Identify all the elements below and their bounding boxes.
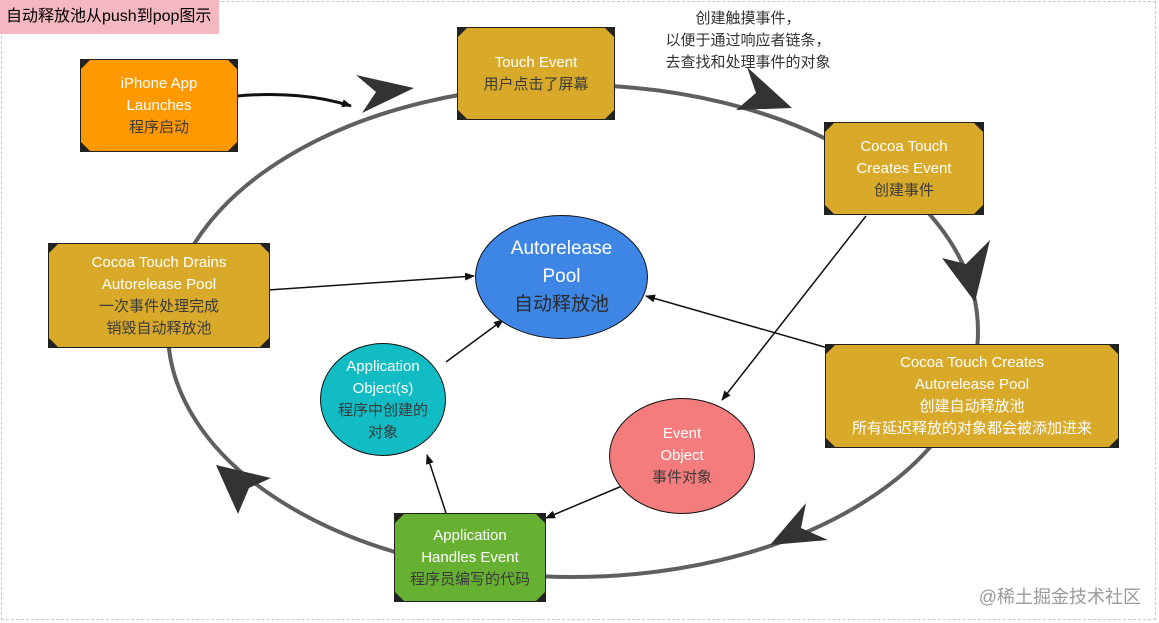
cycle-arrowhead bbox=[736, 67, 792, 110]
diagram-title: 自动释放池从push到pop图示 bbox=[0, 0, 219, 34]
autorelease-pool-cn-line: 自动释放池 bbox=[513, 294, 609, 315]
arrow-app-objects-to-autorelease-pool bbox=[445, 319, 504, 363]
app-objects-node: Application Object(s) 程序中创建的 对象 bbox=[320, 343, 446, 456]
app-objects-en-line: Object(s) bbox=[352, 379, 414, 397]
event-object-cn-line: 事件对象 bbox=[651, 469, 712, 486]
arrow-creates-event-to-event-object bbox=[721, 215, 867, 401]
launch-en-line: Launches bbox=[126, 96, 192, 114]
arrow-creates-pool-to-autorelease-pool bbox=[645, 294, 829, 349]
handles-event-node: Application Handles Event 程序员编写的代码 bbox=[395, 514, 545, 601]
autorelease-pool-en-line: Autorelease bbox=[510, 238, 613, 259]
annotation-line: 以便于通过响应者链条， bbox=[665, 32, 831, 49]
creates-pool-node: Cocoa Touch Creates Autorelease Pool 创建自… bbox=[826, 345, 1118, 447]
creates-event-cn-line: 创建事件 bbox=[873, 181, 934, 199]
app-objects-cn-line: 程序中创建的 bbox=[337, 401, 428, 419]
launch-en-line: iPhone App bbox=[120, 74, 198, 92]
event-object-en-line: Event bbox=[662, 425, 702, 442]
handles-event-en-line: Handles Event bbox=[421, 548, 519, 566]
arrow-launch-to-cycle bbox=[236, 92, 352, 108]
drains-pool-en-line: Autorelease Pool bbox=[101, 275, 217, 293]
arrow-handles-event-to-app-objects bbox=[426, 454, 447, 514]
cycle-arrowhead bbox=[216, 465, 271, 514]
launch-cn-line: 程序启动 bbox=[128, 118, 189, 136]
touch-event-node: Touch Event 用户点击了屏幕 bbox=[458, 28, 614, 119]
creates-pool-cn-line: 所有延迟释放的对象都会被添加进来 bbox=[851, 420, 1092, 437]
creates-pool-en-line: Autorelease Pool bbox=[914, 376, 1030, 393]
creates-event-en-line: Cocoa Touch bbox=[860, 137, 948, 155]
touch-event-cn-line: 用户点击了屏幕 bbox=[483, 75, 589, 93]
creates-event-node: Cocoa Touch Creates Event 创建事件 bbox=[825, 123, 983, 214]
watermark: @稀土掘金技术社区 bbox=[978, 587, 1141, 607]
creates-pool-cn-line: 创建自动释放池 bbox=[919, 398, 1025, 415]
app-objects-cn-line: 对象 bbox=[367, 423, 398, 441]
touch-event-annotation: 创建触摸事件， 以便于通过响应者链条， 去查找和处理事件的对象 bbox=[648, 8, 848, 74]
autorelease-pool-en-line: Pool bbox=[542, 266, 581, 287]
drains-pool-cn-line: 一次事件处理完成 bbox=[98, 297, 219, 315]
drains-pool-en-line: Cocoa Touch Drains bbox=[91, 253, 227, 271]
arrow-drains-pool-to-autorelease-pool bbox=[267, 272, 475, 291]
touch-event-en-line: Touch Event bbox=[494, 53, 578, 71]
app-objects-en-line: Application bbox=[346, 357, 420, 375]
launch-node: iPhone App Launches 程序启动 bbox=[81, 60, 237, 151]
arrow-event-object-to-handles-event bbox=[545, 485, 623, 519]
creates-pool-en-line: Cocoa Touch Creates bbox=[900, 354, 1044, 371]
drains-pool-node: Cocoa Touch Drains Autorelease Pool 一次事件… bbox=[49, 244, 269, 347]
cycle-arrowhead bbox=[942, 240, 990, 302]
cycle-arrowhead bbox=[356, 75, 414, 113]
event-object-node: Event Object 事件对象 bbox=[609, 398, 755, 514]
creates-event-en-line: Creates Event bbox=[856, 159, 952, 177]
annotation-line: 创建触摸事件， bbox=[695, 10, 801, 27]
handles-event-en-line: Application bbox=[433, 526, 507, 544]
handles-event-cn-line: 程序员编写的代码 bbox=[409, 570, 530, 588]
autorelease-pool-node: Autorelease Pool 自动释放池 bbox=[475, 215, 648, 339]
event-object-en-line: Object bbox=[660, 447, 704, 464]
cycle-arrowhead bbox=[770, 503, 828, 545]
annotation-line: 去查找和处理事件的对象 bbox=[665, 54, 831, 71]
drains-pool-cn-line: 销毁自动释放池 bbox=[106, 319, 212, 337]
